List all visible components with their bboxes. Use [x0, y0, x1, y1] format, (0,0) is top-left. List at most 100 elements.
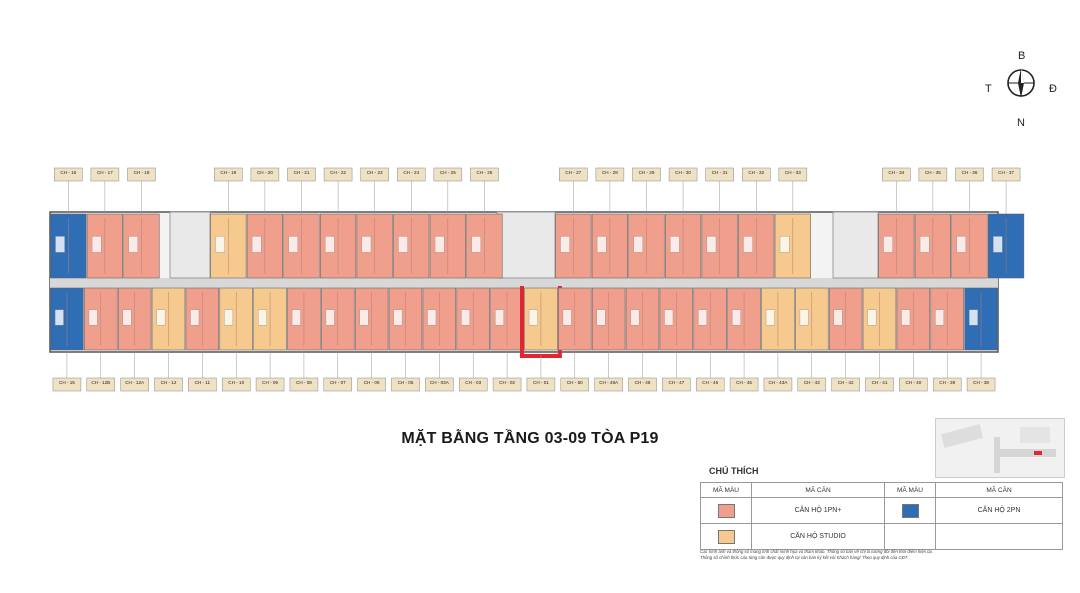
compass-east: Đ: [1049, 83, 1057, 95]
unit-furniture: [706, 236, 717, 253]
unit-label: CH - 40: [905, 380, 921, 385]
unit-furniture: [54, 309, 64, 326]
disclaimer-line: Thông số chính thức của từng căn được qu…: [700, 555, 909, 560]
unit-label: CH - 50: [567, 380, 583, 385]
unit-label: CH - 07: [330, 380, 346, 385]
label-tag: [90, 167, 120, 182]
unit-furniture: [867, 309, 877, 326]
legend-heading: CHÚ THÍCH: [709, 466, 759, 476]
legend-col-code-2: MÃ MÀU: [884, 482, 936, 498]
unit-furniture: [361, 236, 372, 253]
unit-furniture: [919, 236, 930, 253]
unit-furniture: [630, 309, 640, 326]
core: [832, 211, 879, 279]
legend-label-studio: CĂN HỘ STUDIO: [751, 523, 885, 550]
unit-label: CH - 37: [998, 170, 1014, 175]
unit-label: CH - 30: [675, 170, 691, 175]
unit-furniture: [956, 236, 967, 253]
core: [496, 211, 556, 279]
label-tag: [287, 167, 316, 182]
label-tag: [595, 167, 625, 182]
unit-label: CH - 02: [499, 380, 515, 385]
label-tag: [628, 377, 657, 392]
unit-furniture: [291, 309, 301, 326]
unit-blocks: [50, 213, 1025, 358]
site-minimap: [935, 418, 1065, 478]
label-tag: [221, 377, 251, 392]
label-tag: [695, 377, 725, 392]
unit-furniture: [562, 309, 572, 326]
unit-label: CH - 47: [668, 380, 684, 385]
unit-label: CH - 27: [565, 170, 581, 175]
unit-furniture: [288, 236, 299, 253]
unit-label: CH - 09: [262, 380, 278, 385]
label-tag: [458, 377, 488, 392]
unit-label: CH - 48: [635, 380, 651, 385]
compass: [998, 60, 1044, 106]
unit-furniture: [779, 236, 790, 253]
unit-furniture: [359, 309, 369, 326]
unit-furniture: [528, 309, 538, 326]
unit-label: CH - 12: [161, 380, 177, 385]
swatch-2pn: [901, 503, 919, 518]
core: [169, 211, 211, 279]
label-tag: [991, 167, 1021, 182]
label-tag: [831, 377, 860, 392]
unit-furniture: [471, 236, 481, 253]
label-tag: [188, 377, 217, 392]
unit-furniture: [670, 236, 680, 253]
unit-label: CH - 19: [220, 170, 236, 175]
label-tag: [778, 167, 808, 182]
unit-furniture: [325, 309, 335, 326]
unit-furniture: [251, 236, 262, 253]
label-tag: [594, 377, 623, 392]
unit-furniture: [325, 236, 335, 253]
unit-furniture: [799, 309, 809, 326]
unit-label: CH - 21: [294, 170, 310, 175]
label-tag: [559, 167, 588, 182]
legend-label-2pn: CĂN HỘ 2PN: [935, 497, 1063, 524]
label-tag: [899, 377, 928, 392]
unit-furniture: [560, 236, 570, 253]
unit-furniture: [427, 309, 437, 326]
unit-furniture: [128, 236, 139, 253]
unit-furniture: [495, 309, 504, 326]
label-tag: [120, 377, 149, 392]
label-tag: [323, 377, 353, 392]
compass-north: B: [1018, 50, 1026, 62]
unit-furniture: [91, 236, 102, 253]
label-tag: [289, 377, 319, 392]
unit-furniture: [743, 236, 753, 253]
unit-furniture: [461, 309, 471, 326]
unit-label: CH - 41: [872, 380, 888, 385]
label-tag: [127, 167, 156, 182]
label-tag: [397, 167, 426, 182]
unit-furniture: [224, 309, 234, 326]
label-tag: [918, 167, 948, 182]
unit-furniture: [732, 309, 741, 326]
label-tag: [54, 167, 83, 182]
unit-furniture: [901, 309, 911, 326]
label-tag: [526, 377, 556, 392]
unit-label: CH - 29: [639, 170, 655, 175]
unit-label: CH - 10: [228, 380, 244, 385]
unit-label: CH - 25: [440, 170, 456, 175]
unit-furniture: [215, 236, 225, 253]
unit-label: CH - 22: [330, 170, 346, 175]
unit-label: CH - 38: [973, 380, 989, 385]
unit-label: CH - 12B: [91, 380, 110, 385]
unit-label: CH - 16: [60, 170, 76, 175]
label-tag: [425, 377, 454, 392]
label-tag: [865, 377, 894, 392]
unit-label: CH - 46: [702, 380, 718, 385]
legend-label-1pn: CĂN HỘ 1PN+: [751, 497, 885, 524]
label-tag: [52, 377, 82, 392]
unit-label: CH - 05: [398, 380, 414, 385]
label-tag: [154, 377, 183, 392]
unit-furniture: [883, 236, 893, 253]
label-tag: [729, 377, 759, 392]
unit-furniture: [434, 236, 445, 253]
corridor: [50, 278, 998, 288]
label-tag: [214, 167, 243, 182]
